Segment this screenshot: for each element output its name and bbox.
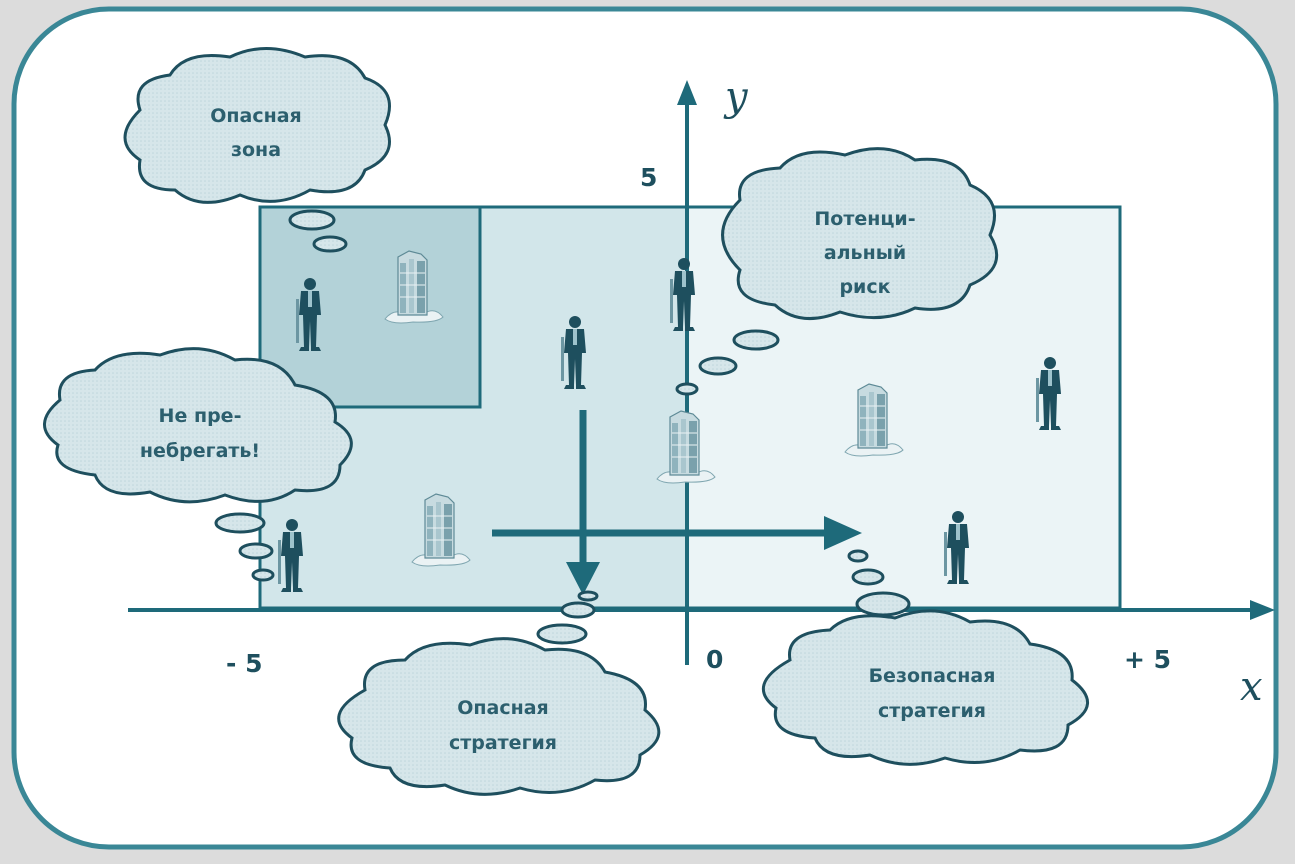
thought-cloud-icon bbox=[721, 147, 999, 321]
cloud-potential-risk: Потенци- альный риск bbox=[675, 147, 999, 396]
danger-zone bbox=[258, 205, 482, 409]
y-max-label: 5 bbox=[640, 163, 657, 192]
cloud-do-not-neglect: Не пре- небрегать! bbox=[43, 347, 353, 582]
thought-bubble bbox=[251, 568, 275, 582]
axes: x y 0 - 5 + 5 5 bbox=[128, 74, 1275, 710]
thought-bubble bbox=[847, 549, 869, 563]
x-axis-label: x bbox=[1240, 664, 1263, 710]
thought-cloud-icon bbox=[761, 609, 1090, 766]
cloud-line: Опасная bbox=[210, 105, 302, 127]
cloud-danger-strategy: Опасная стратегия bbox=[337, 590, 661, 796]
cloud-line: альный bbox=[824, 242, 906, 264]
cloud-safe-strategy: Безопасная стратегия bbox=[761, 549, 1090, 766]
x-max-label: + 5 bbox=[1124, 645, 1171, 674]
thought-cloud-icon bbox=[337, 637, 661, 796]
thought-bubble bbox=[851, 568, 885, 586]
cloud-line: стратегия bbox=[449, 732, 557, 754]
cloud-line: Потенци- bbox=[814, 208, 915, 230]
thought-cloud-icon bbox=[43, 347, 353, 504]
cloud-line: зона bbox=[231, 139, 281, 161]
cloud-line: Безопасная bbox=[869, 665, 996, 687]
strategy-arrows bbox=[492, 410, 862, 595]
down-arrow-icon bbox=[566, 562, 600, 595]
y-axis-label: y bbox=[723, 74, 749, 120]
thought-bubble bbox=[855, 591, 911, 617]
thought-bubble bbox=[577, 590, 599, 602]
thought-cloud-icon bbox=[123, 47, 391, 204]
thought-bubble bbox=[560, 601, 596, 619]
cloud-line: стратегия bbox=[878, 700, 986, 722]
thought-bubble bbox=[675, 382, 699, 396]
y-axis-arrow-icon bbox=[677, 80, 697, 105]
cloud-danger-zone: Опасная зона bbox=[123, 47, 391, 253]
thought-bubble bbox=[536, 623, 588, 645]
thought-bubble bbox=[288, 209, 336, 231]
x-min-label: - 5 bbox=[226, 649, 262, 678]
thought-bubble bbox=[732, 329, 780, 351]
right-arrow-icon bbox=[824, 516, 862, 550]
cloud-line: Опасная bbox=[457, 697, 549, 719]
x-axis-arrow-icon bbox=[1250, 600, 1275, 620]
cloud-line: риск bbox=[839, 276, 890, 298]
origin-label: 0 bbox=[706, 645, 723, 674]
thought-bubble bbox=[214, 512, 266, 534]
thought-bubble bbox=[238, 542, 274, 560]
thought-bubble bbox=[312, 235, 348, 253]
cloud-line: Не пре- bbox=[159, 405, 242, 427]
thought-bubble bbox=[698, 356, 738, 376]
cloud-line: небрегать! bbox=[140, 440, 260, 462]
